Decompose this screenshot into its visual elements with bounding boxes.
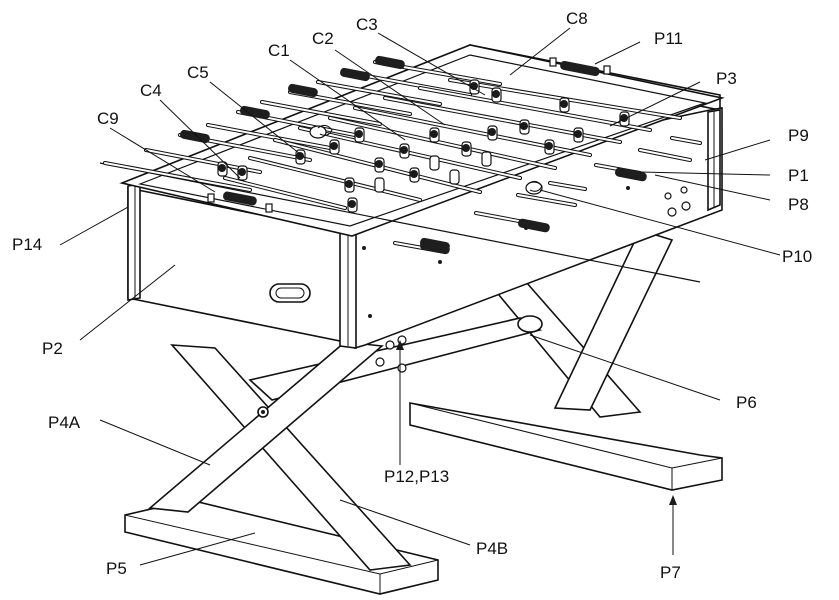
- label-p3: P3: [716, 69, 737, 88]
- label-p5: P5: [106, 559, 127, 578]
- label-c1: C1: [268, 41, 290, 60]
- label-p12-p13: P12,P13: [384, 467, 449, 486]
- label-c4: C4: [140, 81, 162, 100]
- label-p2: P2: [42, 339, 63, 358]
- front-leg-p4b: [148, 341, 384, 513]
- label-p1: P1: [788, 166, 809, 185]
- back-leg-b: [553, 229, 674, 411]
- back-foot-p7: [409, 402, 723, 491]
- label-p8: P8: [788, 195, 809, 214]
- leader-lines: [59, 27, 781, 566]
- label-p11: P11: [654, 29, 683, 48]
- front-leg-p4a: [170, 344, 412, 571]
- part-labels: C8 C3 C2 C1 C5 C4 C9 P11 P3 P9 P1 P8 P10…: [12, 9, 812, 582]
- label-c5: C5: [187, 63, 209, 82]
- label-p9: P9: [788, 126, 809, 145]
- label-p14: P14: [12, 235, 42, 254]
- label-c2: C2: [312, 29, 334, 48]
- label-p6: P6: [736, 393, 757, 412]
- label-p4a: P4A: [48, 413, 81, 432]
- label-c3: C3: [356, 15, 378, 34]
- rod-handles: [180, 55, 647, 255]
- label-c9: C9: [97, 109, 119, 128]
- player-rods: [99, 55, 702, 283]
- label-c8: C8: [566, 9, 588, 28]
- label-p7: P7: [660, 563, 681, 582]
- player-figures: [217, 79, 630, 213]
- label-p4b: P4B: [476, 539, 508, 558]
- label-p10: P10: [782, 247, 812, 266]
